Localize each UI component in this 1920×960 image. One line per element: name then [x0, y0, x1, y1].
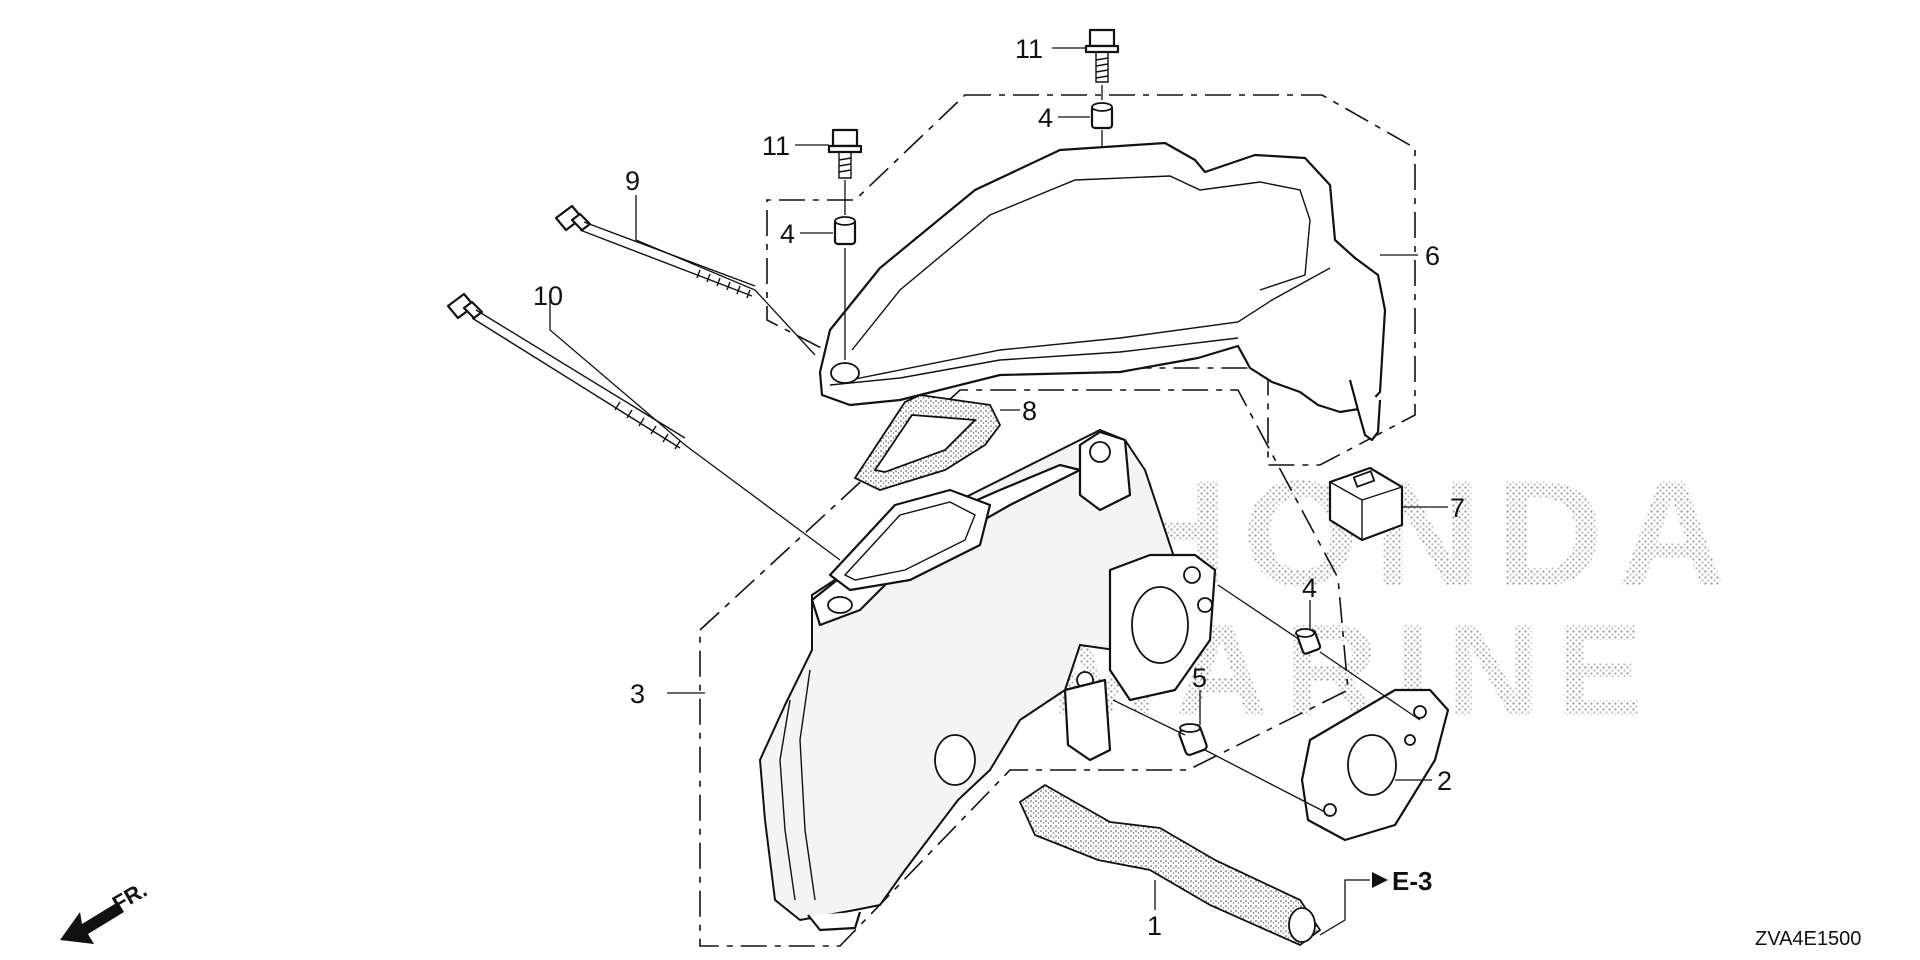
- front-indicator: FR.: [60, 877, 151, 944]
- case-edge-2: [799, 669, 816, 901]
- breather-tube: [1018, 783, 1322, 947]
- callout-11-top: 11: [1015, 34, 1043, 64]
- collar-4-top: [1090, 102, 1114, 130]
- block-edges: [1329, 481, 1403, 540]
- case-drain-tab: [807, 911, 862, 932]
- carburetor-gasket-plate: [1300, 688, 1450, 842]
- long-bolt-10: [446, 292, 686, 450]
- callout-11-left: 11: [762, 131, 790, 161]
- case-port: [1131, 586, 1189, 664]
- bolt-11-top: [1084, 28, 1120, 83]
- cover-mounting-hole: [830, 362, 860, 384]
- callout-3: 3: [630, 679, 645, 709]
- collar-4-right: [1295, 628, 1322, 655]
- gasket-inner: [873, 414, 978, 473]
- callout-6: 6: [1425, 241, 1440, 271]
- case-lower-bracket: [1063, 678, 1112, 762]
- cover-gasket: [853, 394, 1002, 491]
- callout-9: 9: [625, 166, 640, 196]
- callout-2: 2: [1437, 766, 1452, 796]
- callout-7: 7: [1450, 493, 1465, 523]
- collars: [833, 102, 1322, 756]
- case-boss-hole: [1089, 441, 1111, 463]
- plate-port: [1347, 734, 1397, 796]
- front-arrow-icon: [60, 902, 124, 944]
- callout-5: 5: [1192, 663, 1207, 693]
- cover-lip: [829, 337, 1239, 386]
- bolt-11-left: [827, 128, 863, 179]
- section-reference: E-3: [1392, 866, 1432, 896]
- callout-4-left: 4: [780, 219, 795, 249]
- cover-side-contour: [849, 267, 1331, 381]
- collar-5: [1178, 723, 1208, 756]
- callout-4-top: 4: [1038, 103, 1053, 133]
- callout-labels: 11 4 11 9 4 6 10 8 7 4 3 5 2 1: [533, 34, 1465, 941]
- case-body: [759, 429, 1176, 921]
- case-filter-rim: [843, 501, 976, 581]
- block-body: [1328, 466, 1404, 542]
- assembly-group-outlines: [699, 94, 1416, 947]
- long-bolt-9: [554, 204, 756, 299]
- section-ref-arrow: [1372, 872, 1388, 888]
- callout-4-right: 4: [1302, 573, 1317, 603]
- collar-4-left: [833, 216, 857, 246]
- callout-10: 10: [533, 281, 563, 311]
- diagram-code: ZVA4E1500: [1755, 928, 1861, 950]
- cover-shell: [818, 141, 1387, 414]
- callout-8: 8: [1022, 396, 1037, 426]
- case-flange-hole-1: [1183, 566, 1201, 584]
- tube-end: [1288, 907, 1316, 943]
- tube-body: [1018, 783, 1322, 947]
- case-filter-seat: [828, 488, 992, 592]
- group-outline-cover: [766, 94, 1416, 466]
- case-mounting-hole: [827, 596, 853, 614]
- case-edge-1: [779, 699, 796, 901]
- cover-top-contour: [851, 175, 1311, 351]
- cover-nozzle: [1348, 379, 1382, 442]
- cover-block: [1328, 466, 1404, 542]
- air-cleaner-case: [759, 429, 1217, 932]
- case-bracket-hole: [934, 734, 976, 786]
- plate-hole-3: [1404, 734, 1416, 746]
- block-slot: [1352, 470, 1376, 488]
- watermark-line-1: HONDA: [1120, 449, 1740, 617]
- leader-lines: [549, 47, 1448, 936]
- group-outline-case: [699, 389, 1349, 947]
- air-cleaner-cover: [818, 141, 1387, 442]
- plate-hole-1: [1413, 705, 1427, 719]
- callout-1: 1: [1147, 911, 1162, 941]
- plate-hole-2: [1323, 803, 1337, 817]
- case-flange-hole-2: [1197, 597, 1213, 613]
